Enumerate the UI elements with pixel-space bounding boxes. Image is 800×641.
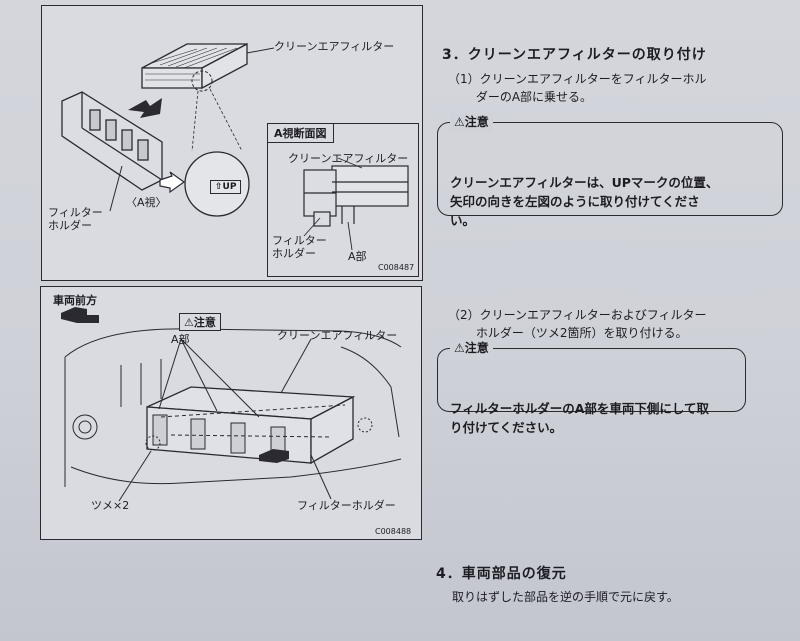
caution-note-2: ⚠注意 フィルターホルダーのA部を車両下側にして取 り付けてください。 <box>437 339 746 435</box>
tab-circle-left <box>145 435 161 451</box>
caution-label: ⚠注意 <box>450 113 493 132</box>
figure-filter-install: クリーンエアフィルター フィルター ホルダー 〈A視〉 ⇧UP A視断面図 クリ… <box>41 5 423 281</box>
front-arrow-icon <box>61 307 99 323</box>
front-label: 車両前方 <box>53 294 97 307</box>
filter-label: クリーンエアフィルター <box>277 329 398 342</box>
vehicle-install-illustration <box>61 307 402 502</box>
holder-arrow-icon <box>259 449 289 463</box>
filter-assembly-drawing <box>146 386 356 465</box>
view-arrow <box>159 171 186 194</box>
section-4-heading: 4．車両部品の復元 <box>436 566 567 582</box>
figure-code: C008488 <box>375 527 412 536</box>
tab-circle-right <box>357 417 373 433</box>
inset-holder-label: フィルター ホルダー <box>272 234 327 260</box>
figure-code: C008487 <box>378 263 415 272</box>
section-3-heading: 3．クリーンエアフィルターの取り付け <box>442 47 707 63</box>
inset-title: A視断面図 <box>268 124 334 143</box>
step-2-text: （2）クリーンエアフィルターおよびフィルター ホルダー（ツメ2箇所）を取り付ける… <box>448 308 707 340</box>
filter-label: クリーンエアフィルター <box>274 40 395 53</box>
caution-text: クリーンエアフィルターは、UPマークの位置、 矢印の向きを左図のように取り付けて… <box>450 175 719 228</box>
inset-filter-label: クリーンエアフィルター <box>288 152 409 165</box>
holder-label: フィルターホルダー <box>297 499 396 512</box>
detail-circle <box>191 70 213 92</box>
figure-filter-vehicle-install: 車両前方 ⚠注意 A部 クリーンエアフィルター ツメ×2 フィルターホルダー C… <box>40 286 422 540</box>
inset-a-part-label: A部 <box>348 250 367 263</box>
step-1-text: （1）クリーンエアフィルターをフィルターホル ダーのA部に乗せる。 <box>448 72 707 104</box>
caution-text: フィルターホルダーのA部を車両下側にして取 り付けてください。 <box>450 401 710 435</box>
a-part-label: A部 <box>171 333 190 346</box>
inset-cross-section-drawing <box>303 165 409 227</box>
inset-cross-section: A視断面図 クリーンエアフィルター フィルター ホルダー A部 C008487 <box>267 123 419 277</box>
holder-label: フィルター ホルダー <box>48 206 103 232</box>
caution-tag: ⚠注意 <box>179 313 221 331</box>
install-arrow <box>128 98 162 118</box>
caution-note-1: ⚠注意 クリーンエアフィルターは、UPマークの位置、 矢印の向きを左図のように取… <box>437 113 783 228</box>
section-4-text: 取りはずした部品を逆の手順で元に戻す。 <box>452 590 679 604</box>
filter-holder-drawing <box>61 91 163 191</box>
view-label: 〈A視〉 <box>126 196 167 209</box>
up-mark-badge: ⇧UP <box>210 180 242 194</box>
caution-label: ⚠注意 <box>450 339 493 358</box>
clean-air-filter-drawing <box>141 42 248 90</box>
tabs-label: ツメ×2 <box>91 499 130 512</box>
